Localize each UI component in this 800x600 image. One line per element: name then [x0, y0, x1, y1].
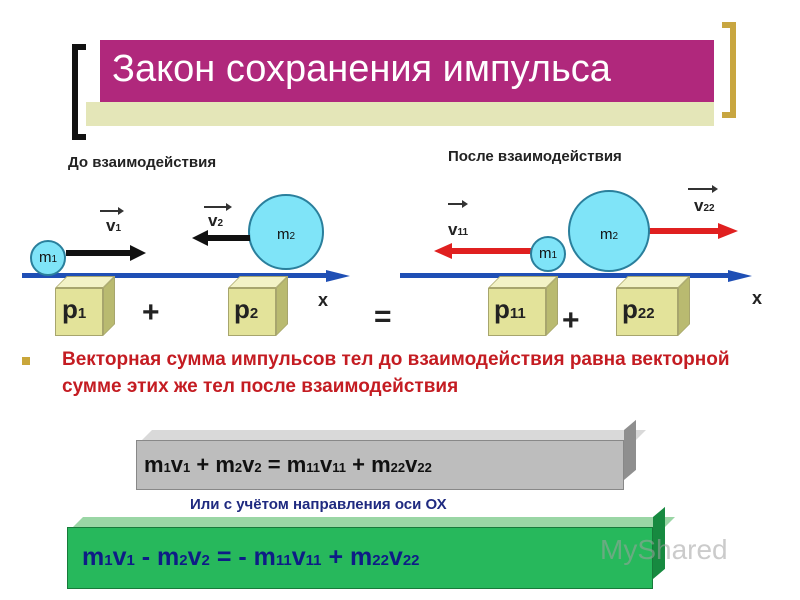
after-v22-vector-bar [688, 185, 718, 193]
axis-formula-box [67, 527, 653, 589]
before-axis-arrow-icon [326, 270, 350, 282]
after-ball-m2: m2 [568, 190, 650, 272]
axis-formula-top [73, 517, 675, 527]
p2-cube [228, 288, 276, 336]
axis-direction-note: Или с учётом направления оси ОХ [190, 496, 447, 513]
before-v1-label: v1 [106, 216, 122, 235]
before-v1-arrow-icon [66, 245, 146, 261]
title-underbar [86, 102, 714, 126]
after-plus: + [562, 304, 580, 337]
before-ball-m1: m1 [30, 240, 66, 276]
p22-label: p22 [622, 294, 655, 324]
equals-sign: = [374, 300, 392, 333]
before-v1-vector-bar [100, 207, 124, 215]
conservation-statement: Векторная сумма импульсов тел до взаимод… [62, 349, 730, 397]
p2-label: p2 [234, 294, 259, 324]
before-axis [22, 273, 328, 278]
slide-title: Закон сохранения импульса [112, 48, 611, 90]
watermark: MyShared [600, 534, 728, 565]
vector-formula-box [136, 440, 624, 490]
p1-cube [55, 288, 103, 336]
axis-formula: m1v1 - m2v2 = - m11v11 + m22v22 [82, 543, 420, 571]
after-ball-m1: m1 [530, 236, 566, 272]
p11-cube-side [546, 276, 558, 336]
p11-label: p11 [494, 294, 526, 324]
after-v11-label: v11 [448, 220, 469, 239]
after-v11-arrow-icon [434, 243, 544, 259]
after-axis [400, 273, 730, 278]
after-axis-arrow-icon [728, 270, 752, 282]
p11-cube [488, 288, 546, 336]
before-v2-label: v2 [208, 211, 224, 230]
p1-label: p1 [62, 294, 87, 324]
before-label: До взаимодействия [68, 154, 217, 171]
after-label: После взаимодействия [448, 148, 622, 165]
after-v22-label: v22 [694, 196, 715, 215]
before-plus: + [142, 296, 160, 329]
before-v2-vector-bar [204, 203, 232, 211]
vector-formula-top [142, 430, 646, 440]
before-axis-label: x [318, 290, 329, 310]
p2-cube-side [276, 276, 288, 336]
bullet-icon [22, 357, 30, 365]
p22-cube-side [678, 276, 690, 336]
title-left-bracket [72, 44, 86, 140]
after-v22-arrow-icon [640, 223, 738, 239]
after-v11-vector-bar [448, 200, 468, 208]
p1-cube-side [103, 276, 115, 336]
title-banner [100, 40, 714, 102]
before-ball-m2: m2 [248, 194, 324, 270]
vector-formula: m1v1 + m2v2 = m11v11 + m22v22 [144, 452, 432, 477]
before-v2-arrow-icon [192, 230, 250, 246]
vector-formula-side [624, 419, 636, 480]
after-axis-label: x [752, 288, 763, 308]
title-right-bracket [722, 22, 736, 118]
p22-cube [616, 288, 678, 336]
